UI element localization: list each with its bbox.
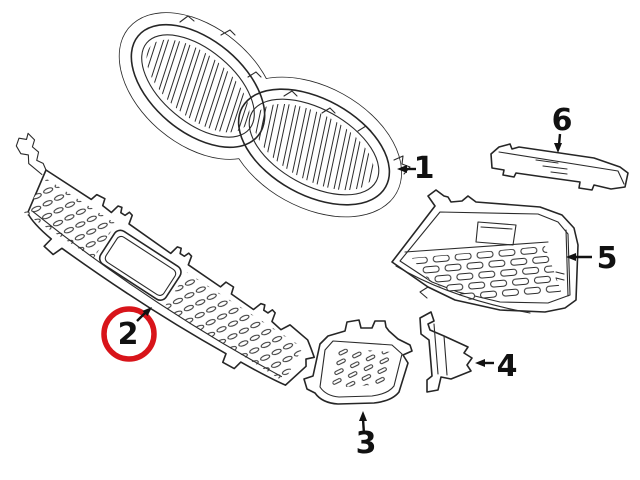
callout-3-label[interactable]: 3 bbox=[356, 426, 377, 461]
callout-5-label[interactable]: 5 bbox=[597, 241, 618, 276]
part-5-outer-grille bbox=[391, 189, 579, 314]
part-4-bracket bbox=[419, 311, 473, 393]
part-3-corner-grille bbox=[303, 319, 413, 405]
bracket-outline bbox=[419, 311, 473, 393]
strip-detail bbox=[498, 151, 625, 185]
callout-2-label[interactable]: 2 bbox=[118, 317, 139, 352]
callout-3-arrowhead bbox=[359, 411, 367, 421]
corner-grille-mesh bbox=[332, 348, 392, 388]
callout-1-arrowhead bbox=[397, 165, 407, 173]
kidney-right-inner bbox=[248, 98, 380, 196]
callout-3[interactable]: 3 bbox=[356, 411, 377, 461]
callout-3-arrow bbox=[361, 418, 366, 435]
part-6-support-strip bbox=[490, 143, 629, 191]
callout-5[interactable]: 5 bbox=[566, 241, 617, 276]
mounting-tabs bbox=[179, 15, 372, 132]
strip-outline bbox=[490, 143, 629, 191]
callout-6-label[interactable]: 6 bbox=[552, 103, 573, 138]
callout-4-label[interactable]: 4 bbox=[497, 349, 518, 384]
lower-grille-corner-clip bbox=[15, 132, 47, 176]
lower-grille-mesh-left bbox=[24, 178, 116, 259]
callout-1[interactable]: 1 bbox=[397, 151, 434, 186]
callout-6-arrowhead bbox=[554, 143, 562, 153]
callout-4-arrowhead bbox=[475, 359, 485, 367]
callout-6[interactable]: 6 bbox=[552, 103, 573, 153]
corner-grille-inner-line bbox=[319, 340, 403, 398]
callout-2[interactable]: 2 bbox=[101, 306, 157, 362]
outer-grille-details bbox=[395, 221, 569, 314]
sensor-opening-inner bbox=[104, 235, 177, 296]
outer-grille-mesh bbox=[412, 246, 562, 300]
callout-2-arrow bbox=[136, 311, 147, 322]
callout-4[interactable]: 4 bbox=[475, 349, 517, 384]
lower-grille-bottom-line bbox=[32, 211, 283, 378]
callout-2-arrowhead bbox=[142, 307, 152, 317]
callout-1-label[interactable]: 1 bbox=[414, 151, 435, 186]
callout-5-arrowhead bbox=[566, 253, 576, 261]
part-2-lower-center-grille bbox=[15, 132, 316, 386]
highlight-circle bbox=[101, 306, 157, 362]
part-1-kidney-grille bbox=[118, 12, 411, 218]
bracket-fold-lines bbox=[433, 323, 448, 376]
lower-grille-mesh-right bbox=[164, 272, 303, 382]
